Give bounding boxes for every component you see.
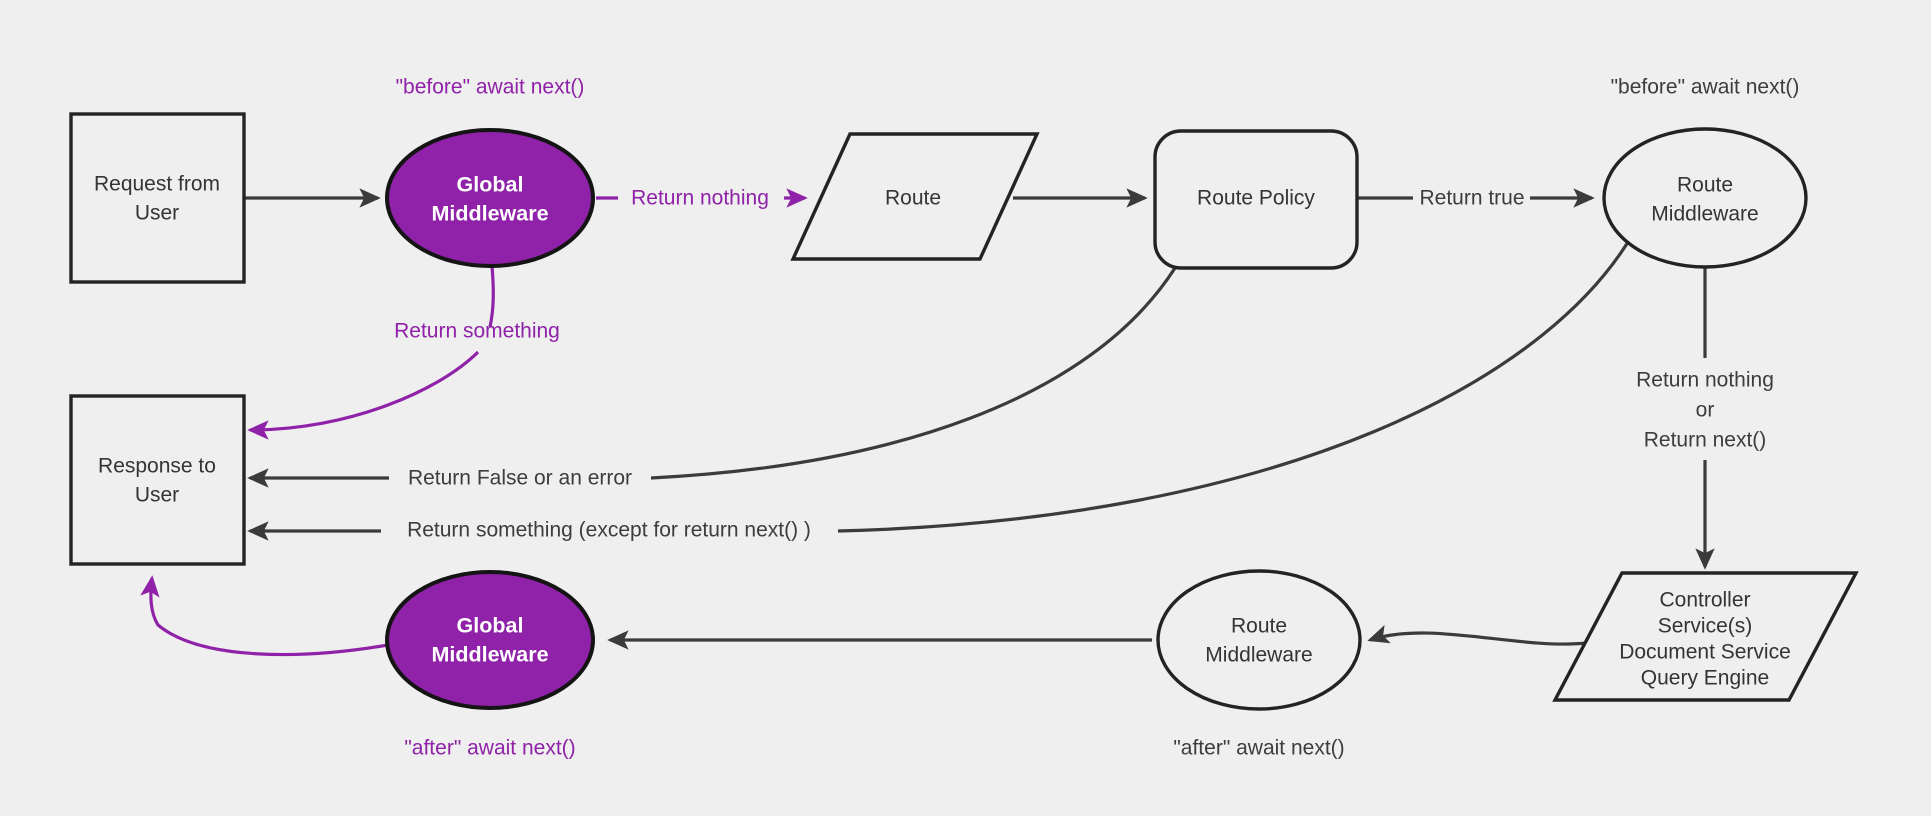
edge-label-return-false-or-error: Return False or an error xyxy=(408,467,632,490)
route-middleware-top-label-line1: Route xyxy=(1677,174,1733,197)
route-policy-box xyxy=(1153,129,1359,270)
node-response-to-user[interactable]: Response to User xyxy=(69,394,246,566)
edge-label-return-nothing: Return nothing xyxy=(631,187,769,210)
node-route-middleware-bottom[interactable]: Route Middleware xyxy=(1156,569,1362,711)
controller-stack-label-line3: Document Service xyxy=(1619,641,1791,664)
controller-stack-parallelogram xyxy=(1552,571,1859,702)
node-global-middleware-bottom[interactable]: Global Middleware xyxy=(385,570,595,710)
edge-label-return-something: Return something xyxy=(394,320,560,343)
response-to-user-label-line1: Response to xyxy=(98,455,216,478)
edge-label-return-nothing-or-next-line2: or xyxy=(1696,399,1715,422)
edge-route-middleware-to-response-curve xyxy=(837,218,1643,533)
global-middleware-top-ellipse xyxy=(385,128,595,268)
node-request-from-user[interactable]: Request from User xyxy=(69,112,246,284)
edge-global-middleware-bottom-to-response xyxy=(140,575,389,657)
route-middleware-bottom-label-line2: Middleware xyxy=(1205,644,1312,667)
global-middleware-top-label-line2: Middleware xyxy=(431,202,548,226)
edge-label-return-nothing-or-next-line1: Return nothing xyxy=(1636,369,1774,392)
edge-return-something-to-response xyxy=(247,350,480,440)
request-from-user-box xyxy=(69,112,246,284)
node-route-policy[interactable]: Route Policy xyxy=(1153,129,1359,270)
node-global-middleware-top[interactable]: Global Middleware xyxy=(385,128,595,268)
route-middleware-top-label-line2: Middleware xyxy=(1651,203,1758,226)
request-from-user-label-line2: User xyxy=(135,202,179,225)
response-to-user-box xyxy=(69,394,246,566)
edge-label-return-nothing-or-next-line3: Return next() xyxy=(1644,429,1767,452)
request-from-user-label-line1: Request from xyxy=(94,173,220,196)
global-middleware-bottom-label-line1: Global xyxy=(457,614,524,638)
global-middleware-bottom-ellipse xyxy=(385,570,595,710)
annotation-after-await-next-right: "after" await next() xyxy=(1173,737,1344,760)
annotation-after-await-next-left: "after" await next() xyxy=(404,737,575,760)
edge-route-policy-to-response-curve xyxy=(650,267,1177,480)
route-label: Route xyxy=(885,187,941,210)
route-policy-label: Route Policy xyxy=(1197,187,1315,210)
node-controller-stack[interactable]: Controller Service(s) Document Service Q… xyxy=(1552,571,1859,702)
annotation-before-await-next-right: "before" await next() xyxy=(1611,76,1800,99)
controller-stack-label-line4: Query Engine xyxy=(1641,667,1769,690)
global-middleware-bottom-label-line2: Middleware xyxy=(431,643,548,667)
annotation-before-await-next-left: "before" await next() xyxy=(396,76,585,99)
node-route-middleware-top[interactable]: Route Middleware xyxy=(1602,127,1808,269)
route-middleware-bottom-label-line1: Route xyxy=(1231,615,1287,638)
edge-label-return-true: Return true xyxy=(1419,187,1524,210)
edge-global-middleware-return-something-stub xyxy=(488,265,495,328)
node-route[interactable]: Route xyxy=(790,132,1040,261)
response-to-user-label-line2: User xyxy=(135,484,179,507)
controller-stack-label-line1: Controller xyxy=(1659,589,1750,612)
route-middleware-top-ellipse xyxy=(1602,127,1808,269)
route-middleware-bottom-ellipse xyxy=(1156,569,1362,711)
global-middleware-top-label-line1: Global xyxy=(457,173,524,197)
route-parallelogram xyxy=(790,132,1040,261)
controller-stack-label-line2: Service(s) xyxy=(1658,615,1753,638)
edge-controller-to-route-middleware-bottom xyxy=(1367,624,1587,646)
edge-label-return-something-except: Return something (except for return next… xyxy=(407,519,811,542)
